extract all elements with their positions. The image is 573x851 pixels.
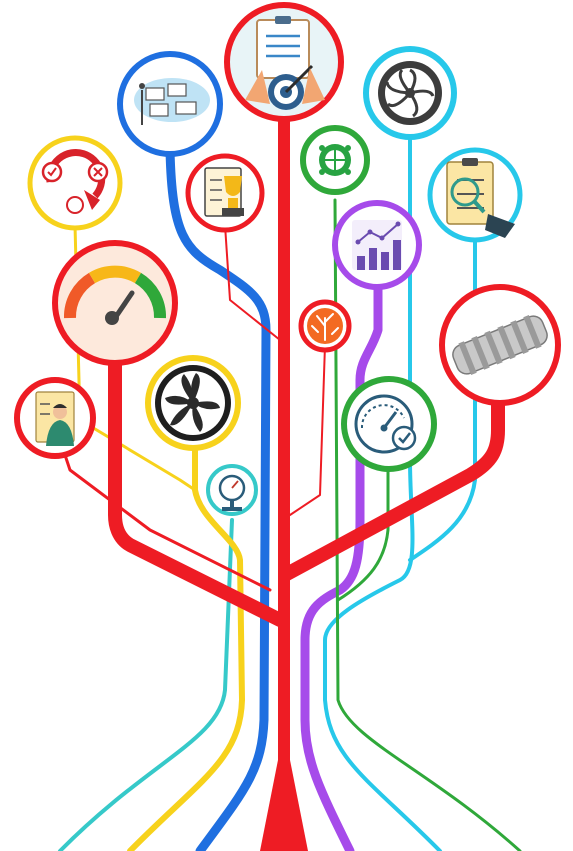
pressure-gauge-icon	[206, 464, 258, 516]
growth-chart-icon	[332, 200, 422, 290]
coral-icon	[298, 299, 352, 353]
branch-lines	[58, 104, 522, 851]
cloud-dashboard-icon	[117, 51, 223, 157]
cycle-arrows-icon	[27, 135, 123, 231]
yellow-branch	[127, 437, 245, 851]
turbine-fan-icon	[363, 46, 457, 140]
trunk-left-arm	[108, 333, 287, 627]
employee-profile-icon	[14, 377, 96, 459]
trophy-checklist-icon	[185, 153, 265, 233]
red-offshoot-coral	[289, 344, 326, 516]
performance-gauge-check-icon	[341, 376, 437, 472]
teal-branch	[58, 518, 234, 851]
cyan-branch-right	[408, 228, 477, 562]
clipboard-magnifier-icon	[427, 147, 523, 243]
red-offshoot-trophy	[224, 224, 281, 341]
globe-network-icon	[300, 125, 370, 195]
drill-bit-icon	[439, 284, 561, 406]
green-branch	[333, 198, 522, 851]
green-branch-right	[336, 443, 390, 602]
trunk-right-arm	[278, 383, 505, 582]
trunk-base	[260, 760, 308, 851]
target-checklist-icon	[224, 2, 344, 122]
fan-blades-icon	[145, 355, 241, 451]
speedometer-gauge-icon	[52, 240, 178, 366]
blue-branch	[165, 145, 271, 851]
